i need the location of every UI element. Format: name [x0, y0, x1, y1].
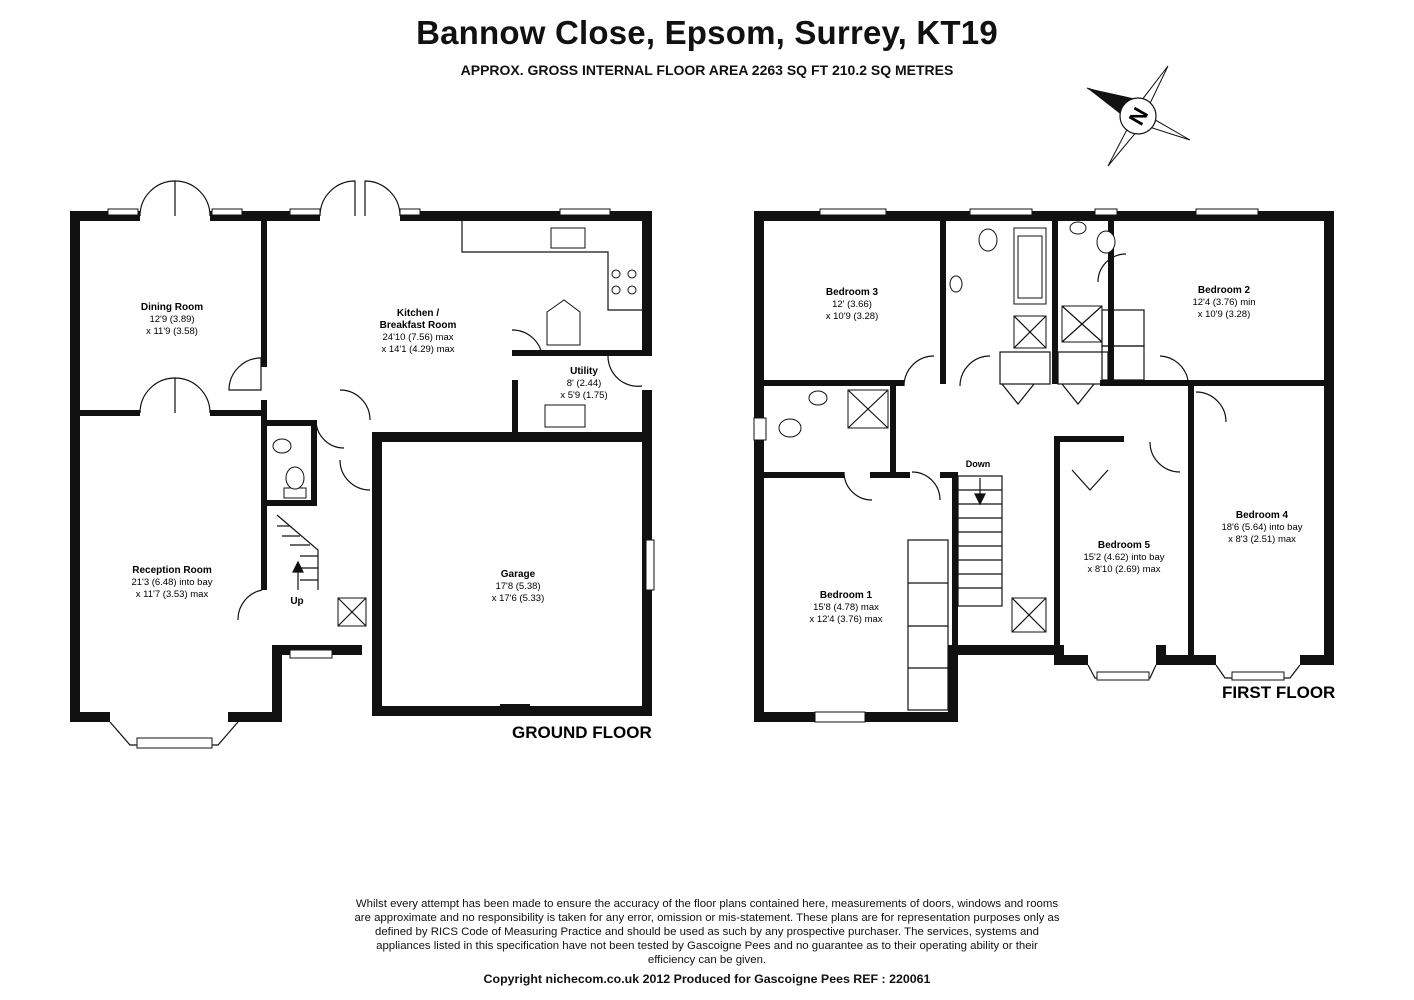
bedroom-2-dim1: 12'4 (3.76) min	[1192, 297, 1255, 308]
dining-room-name: Dining Room	[141, 302, 203, 313]
stairs-down-label: Down	[966, 459, 991, 469]
utility-name: Utility	[570, 366, 598, 377]
page-title: Bannow Close, Epsom, Surrey, KT19	[416, 14, 998, 51]
ground-floor-plan: Dining Room 12'9 (3.89) x 11'9 (3.58) Ki…	[70, 180, 655, 749]
reception-room-dim1: 21'3 (6.48) into bay	[131, 577, 212, 588]
bedroom-4-dim1: 18'6 (5.64) into bay	[1221, 522, 1302, 533]
first-floor-plan: Bedroom 3 12' (3.66) x 10'9 (3.28) Bedro…	[753, 208, 1335, 723]
garage-dim2: x 17'6 (5.33)	[492, 593, 545, 604]
bedroom-2-dim2: x 10'9 (3.28)	[1198, 309, 1251, 320]
bedroom-1-name: Bedroom 1	[820, 590, 873, 601]
bedroom-2-name: Bedroom 2	[1198, 285, 1251, 296]
disclaimer-text: Whilst every attempt has been made to en…	[354, 898, 1060, 966]
kitchen-dim1: 24'10 (7.56) max	[383, 332, 454, 343]
ground-floor-label: GROUND FLOOR	[512, 723, 652, 742]
bedroom-1-dim1: 15'8 (4.78) max	[813, 602, 879, 613]
bedroom-1-dim2: x 12'4 (3.76) max	[809, 614, 882, 625]
kitchen-name-line1: Kitchen /	[397, 308, 439, 319]
reception-room-dim2: x 11'7 (3.53) max	[136, 589, 209, 600]
utility-dim2: x 5'9 (1.75)	[560, 390, 607, 401]
bedroom-3-name: Bedroom 3	[826, 287, 879, 298]
north-arrow-compass-icon: N	[1086, 65, 1191, 167]
bedroom-4-dim2: x 8'3 (2.51) max	[1228, 534, 1296, 545]
reception-room-name: Reception Room	[132, 565, 212, 576]
bedroom-3-dim1: 12' (3.66)	[832, 299, 872, 310]
bedroom-4-name: Bedroom 4	[1236, 510, 1289, 521]
stairs-up-label: Up	[290, 596, 303, 607]
dining-room-dim1: 12'9 (3.89)	[149, 314, 194, 325]
bedroom-5-dim1: 15'2 (4.62) into bay	[1083, 552, 1164, 563]
copyright-line: Copyright nichecom.co.uk 2012 Produced f…	[483, 972, 931, 986]
bedroom-5-name: Bedroom 5	[1098, 540, 1151, 551]
kitchen-dim2: x 14'1 (4.29) max	[381, 344, 454, 355]
bedroom-3-dim2: x 10'9 (3.28)	[826, 311, 879, 322]
kitchen-name-line2: Breakfast Room	[380, 320, 457, 331]
garage-dim1: 17'8 (5.38)	[495, 581, 540, 592]
first-floor-label: FIRST FLOOR	[1222, 683, 1335, 702]
garage-name: Garage	[501, 569, 536, 580]
dining-room-dim2: x 11'9 (3.58)	[146, 326, 198, 337]
floor-area-subtitle: APPROX. GROSS INTERNAL FLOOR AREA 2263 S…	[460, 62, 954, 78]
bedroom-5-dim2: x 8'10 (2.69) max	[1087, 564, 1160, 575]
utility-dim1: 8' (2.44)	[567, 378, 602, 389]
